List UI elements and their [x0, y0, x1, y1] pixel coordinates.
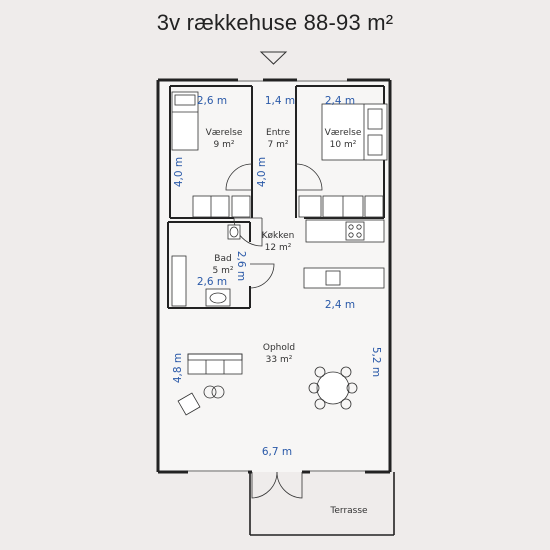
kitchen-counters	[303, 219, 385, 289]
room-vaerelse-left-name: Værelse	[206, 128, 243, 138]
wardrobes	[192, 195, 384, 218]
sofa	[187, 353, 243, 375]
room-bad-name: Bad	[214, 254, 231, 264]
dim-bad-depth: 2,6 m	[235, 251, 247, 281]
dim-ophold-depth-right: 5,2 m	[370, 347, 382, 377]
dim-koekken-width: 2,4 m	[325, 299, 355, 311]
dim-vaerelse-left-width: 2,6 m	[197, 95, 227, 107]
dim-bad-width: 2,6 m	[197, 276, 227, 288]
room-koekken-name: Køkken	[262, 231, 295, 241]
armchair-and-tables	[177, 385, 225, 416]
doors	[225, 163, 323, 499]
room-koekken-area: 12 m²	[265, 243, 292, 253]
dim-entre-depth: 4,0 m	[256, 157, 268, 187]
terrace-outline	[249, 472, 395, 536]
triangle-down-icon	[259, 51, 288, 65]
bed-right	[321, 103, 388, 161]
room-terrasse-name: Terrasse	[329, 506, 368, 516]
room-vaerelse-left-area: 9 m²	[214, 140, 235, 150]
dim-vaerelse-left-depth: 4,0 m	[173, 157, 185, 187]
room-ophold-area: 33 m²	[266, 355, 293, 365]
room-entre-area: 7 m²	[268, 140, 289, 150]
dim-ophold-width: 6,7 m	[262, 446, 292, 458]
dim-ophold-depth: 4,8 m	[172, 353, 184, 383]
bathroom-fixtures	[171, 224, 241, 307]
dining-table	[308, 366, 358, 410]
bed-left	[171, 91, 199, 151]
room-entre-name: Entre	[266, 128, 290, 138]
plan-title: 3v rækkehuse 88-93 m²	[156, 10, 394, 35]
dim-vaerelse-right-width: 2,4 m	[325, 95, 355, 107]
room-vaerelse-right-name: Værelse	[325, 128, 362, 138]
room-ophold-name: Ophold	[263, 343, 295, 353]
room-bad-area: 5 m²	[213, 266, 234, 276]
room-vaerelse-right-area: 10 m²	[330, 140, 357, 150]
dim-entre-width: 1,4 m	[265, 95, 295, 107]
